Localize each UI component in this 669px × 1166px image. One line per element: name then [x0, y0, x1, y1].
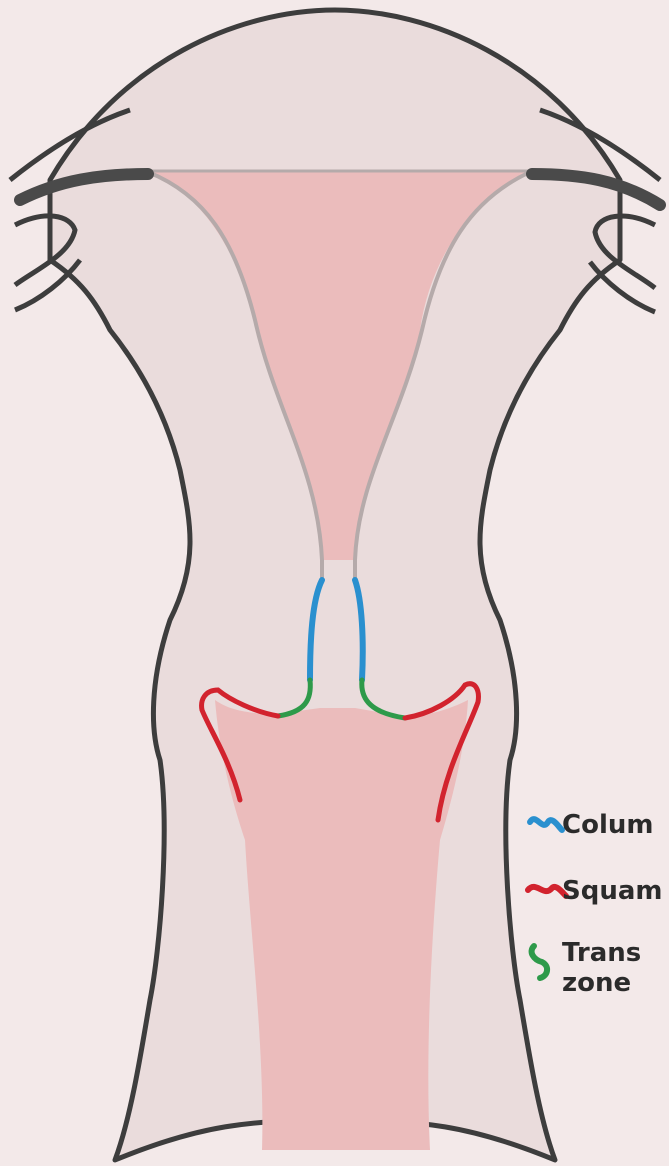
legend-label-transformation: Trans zone — [562, 938, 641, 998]
legend-swatch — [522, 938, 562, 974]
legend-item-columnar: Colum — [522, 810, 653, 846]
legend-label-columnar: Colum — [562, 810, 653, 840]
legend-swatch — [522, 810, 562, 846]
legend-label-squamous: Squam — [562, 876, 662, 906]
legend-swatch — [522, 876, 562, 912]
legend-item-transformation: Trans zone — [522, 938, 641, 998]
legend-item-squamous: Squam — [522, 876, 662, 912]
